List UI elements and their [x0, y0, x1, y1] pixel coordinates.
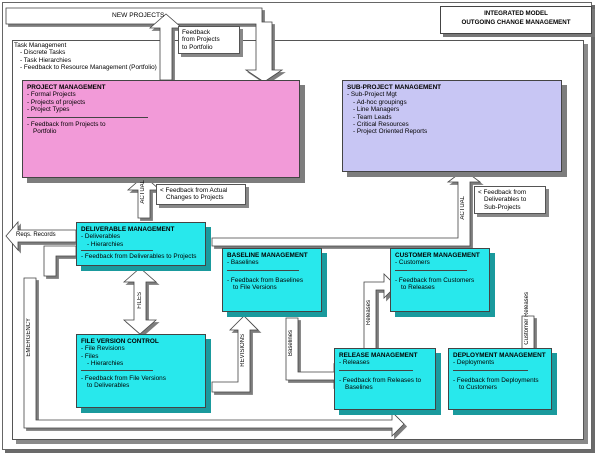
fvc-heading: FILE VERSION CONTROL [81, 338, 159, 345]
diagram-title: INTEGRATED MODEL OUTGOING CHANGE MANAGEM… [440, 6, 592, 34]
sub-project-heading: SUB-PROJECT MANAGEMENT [347, 84, 442, 91]
baseline-heading: BASELINE MANAGEMENT [227, 252, 308, 259]
dpm-item-deployments: Deployments [453, 359, 547, 366]
revisions-arrow [211, 315, 259, 393]
dm-sub-hierarchies: Hierarchies [81, 241, 201, 248]
actual-label: ACTUAL [140, 180, 146, 204]
pm-feedback-line-1: Feedback from Projects to [27, 121, 295, 128]
task-management-heading: Task Management [14, 42, 67, 49]
feedback-actual-note: < Feedback from Actual Changes to Projec… [156, 184, 246, 205]
files-label: FILES [137, 292, 143, 309]
actual-sub-label: ACTUAL [460, 196, 466, 220]
feedback-deliverables-sub-note: < Feedback from Deliverables to Sub-Proj… [474, 186, 546, 214]
pm-item-formal: Formal Projects [27, 91, 295, 98]
deliverable-heading: DELIVERABLE MANAGEMENT [81, 226, 175, 233]
feedback-top-line-3: to Portfolio [182, 43, 213, 51]
releases-label: Releases [366, 300, 372, 326]
bm-item-baselines: Baselines [227, 259, 317, 266]
pm-item-projects-of-projects: Projects of projects [27, 99, 295, 106]
rm-feedback-line-2: Baselines [345, 384, 373, 392]
bm-feedback-line-1: Feedback from Baselines [227, 277, 317, 284]
feedback-actual-line-1-text: Feedback from Actual [165, 187, 228, 194]
file-version-control-box: FILE VERSION CONTROL File Revisions File… [76, 334, 206, 408]
fvc-item-revisions: File Revisions [81, 345, 201, 352]
pm-item-types: Project Types [27, 106, 295, 113]
rm-item-releases: Releases [339, 359, 431, 366]
release-management-box: RELEASE MANAGEMENT Releases Feedback fro… [334, 348, 436, 410]
sp-sub-reports: Project Oriented Reports [347, 128, 557, 135]
emergency-arrow [23, 277, 405, 437]
dpm-feedback-line-2: to Customers [459, 384, 498, 392]
title-line-2: OUTGOING CHANGE MANAGEMENT [461, 19, 571, 26]
deployment-management-box: DEPLOYMENT MANAGEMENT Deployments Feedba… [448, 348, 552, 410]
bm-feedback-line-2: to File Versions [233, 284, 277, 292]
fvc-feedback-line-2: to Deliverables [87, 382, 130, 390]
task-item-discrete-text: Discrete Tasks [23, 49, 66, 57]
sp-sub-team-leads: Team Leads [347, 114, 557, 121]
baselines-label: Baselines [288, 330, 294, 357]
feedback-deliv-line-3: Sub-Projects [484, 203, 521, 211]
dpm-feedback-line-1: Feedback from Deployments [453, 377, 547, 384]
new-projects-label: NEW PROJECTS [112, 12, 165, 19]
project-management-box: PROJECT MANAGEMENT Formal Projects Proje… [22, 80, 300, 178]
left-connector [43, 245, 77, 277]
dm-item-deliverables: Deliverables [81, 233, 201, 240]
task-item-hierarchies-text: Task Hierarchies [23, 56, 72, 64]
actual-sub-arrow [211, 169, 482, 247]
baseline-management-box: BASELINE MANAGEMENT Baselines Feedback f… [222, 248, 322, 312]
feedback-deliv-line-1-text: Feedback from [483, 189, 527, 196]
fvc-feedback-line-1: Feedback from File Versions [81, 375, 201, 382]
feedback-portfolio-arrow [148, 13, 184, 81]
feedback-deliv-line-2: Deliverables to [484, 196, 527, 204]
feedback-actual-line-2: Changes to Projects [166, 194, 224, 202]
deployment-heading: DEPLOYMENT MANAGEMENT [453, 352, 546, 359]
fvc-sub-hierarchies: Hierarchies [81, 360, 201, 367]
sp-sub-line-managers: Line Managers [347, 106, 557, 113]
task-item-hierarchies: - Task Hierarchies [20, 56, 72, 64]
fvc-item-files: Files [81, 353, 201, 360]
customer-management-box: CUSTOMER MANAGEMENT Customers Feedback f… [390, 248, 490, 312]
revisions-label: REVISIONS [240, 334, 246, 367]
sp-item-mgt: Sub-Project Mgt [347, 91, 557, 98]
feedback-top-line-2: from Projects [182, 36, 220, 44]
title-line-1: INTEGRATED MODEL [484, 10, 548, 17]
customer-releases-label: Customer Releases [524, 292, 530, 345]
feedback-top-line-1: Feedback [182, 29, 211, 36]
emergency-label: EMERGENCY [26, 318, 32, 357]
customer-heading: CUSTOMER MANAGEMENT [395, 252, 480, 259]
dm-feedback: Feedback from Deliverables to Projects [81, 253, 201, 260]
sp-sub-adhoc: Ad-hoc groupings [347, 99, 557, 106]
sub-project-management-box: SUB-PROJECT MANAGEMENT Sub-Project Mgt A… [342, 80, 562, 172]
deliverable-management-box: DELIVERABLE MANAGEMENT Deliverables Hier… [76, 222, 206, 266]
release-heading: RELEASE MANAGEMENT [339, 352, 418, 359]
feedback-projects-portfolio: Feedback from Projects to Portfolio [178, 26, 240, 54]
files-arrow [122, 267, 158, 335]
task-management: Task Management - Discrete Tasks - Task … [14, 42, 157, 72]
rm-feedback-line-1: Feedback from Releases to [339, 377, 431, 384]
sp-sub-critical: Critical Resources [347, 121, 557, 128]
task-item-feedback-text: Feedback to Resource Management (Portfol… [23, 64, 157, 72]
feedback-deliv-line-1: < Feedback from [478, 189, 527, 196]
reqs-records-arrow [5, 220, 77, 252]
actual-arrow [126, 175, 162, 219]
new-projects-arrow [5, 7, 284, 83]
task-item-discrete: - Discrete Tasks [20, 49, 66, 57]
project-management-heading: PROJECT MANAGEMENT [27, 84, 106, 91]
reqs-records-label: Reqs. Records [16, 232, 56, 238]
cm-feedback-line-1: Feedback from Customers [395, 277, 485, 284]
feedback-actual-line-1: < Feedback from Actual [160, 187, 228, 194]
cm-item-customers: Customers [395, 259, 485, 266]
task-item-feedback: - Feedback to Resource Management (Portf… [20, 64, 157, 72]
cm-feedback-line-2: to Releases [401, 284, 435, 292]
pm-feedback-line-2: Portfolio [33, 128, 57, 136]
